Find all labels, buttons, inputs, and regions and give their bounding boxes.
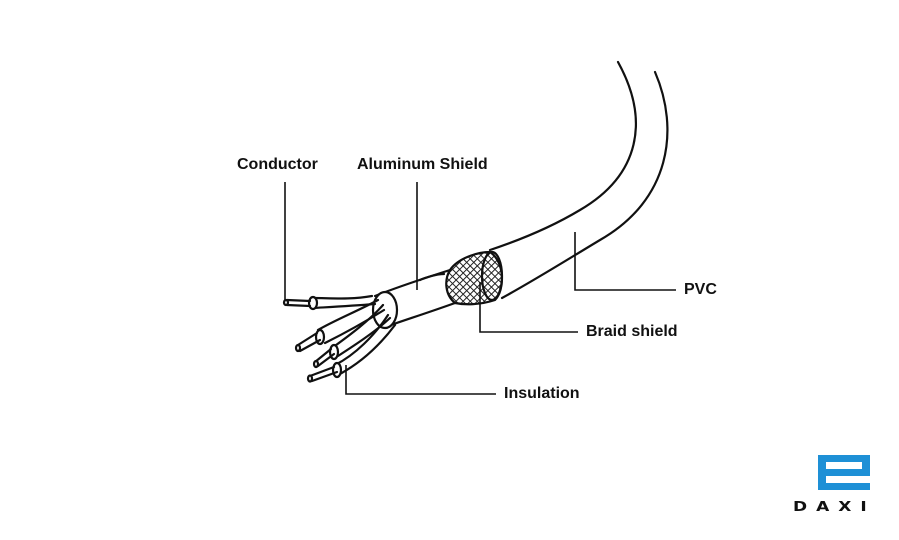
logo-text: DAXI — [793, 499, 876, 515]
pvc-jacket-bottom — [500, 70, 669, 300]
label-insulation: Insulation — [504, 385, 580, 402]
leader-pvc — [574, 232, 676, 291]
label-pvc: PVC — [684, 281, 717, 298]
leader-braid-shield — [479, 282, 578, 333]
leader-insulation — [345, 365, 496, 395]
label-braid-shield: Braid shield — [586, 323, 678, 340]
label-aluminum-shield: Aluminum Shield — [357, 156, 488, 173]
braid-shield — [445, 250, 503, 306]
daxi-logo-icon — [818, 455, 870, 490]
pvc-jacket-top — [488, 60, 637, 252]
label-conductor: Conductor — [237, 156, 318, 173]
